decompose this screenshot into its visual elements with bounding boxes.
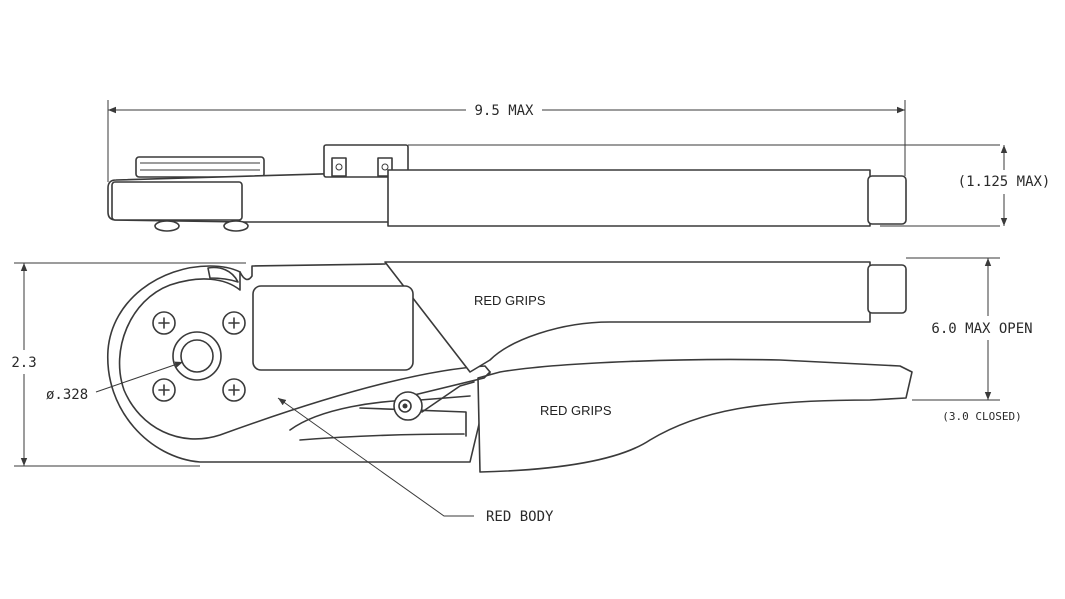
upper-handle [384,261,871,373]
diameter-label: ø.328 [46,387,88,403]
front-view: 2.3 [11,257,1033,525]
diameter-leader [95,361,184,393]
open-dimension-label: 6.0 MAX OPEN [931,321,1032,337]
red-body-outline [107,265,491,463]
head-plate [111,181,243,221]
screw-top-right [222,311,246,335]
crimp-hole-inner [180,339,214,373]
handle-end-cap [867,175,907,225]
body-leader [277,397,474,517]
screw-bottom-left [154,220,180,232]
body-window [252,285,414,371]
screw-bottom-left [152,378,176,402]
upper-handle-end-cap [867,264,907,314]
height-dimension-label: (1.125 MAX) [958,174,1051,190]
body-label: RED BODY [486,509,554,525]
width-dimension-label: 2.3 [11,355,36,371]
screw-bottom-right [223,220,249,232]
turret-top [135,156,265,178]
lower-grips-label: RED GRIPS [540,403,612,418]
lower-handle [477,358,913,473]
upper-grips-label: RED GRIPS [474,293,546,308]
screw-top-left [152,311,176,335]
screw-bottom-right [222,378,246,402]
closed-dimension-label: (3.0 CLOSED) [942,410,1021,423]
handle-side-profile [387,169,871,227]
length-dimension-label: 9.5 MAX [474,103,534,119]
top-view: 9.5 MAX (1.125 MAX) [107,100,1051,232]
jaw-notch [207,266,239,283]
